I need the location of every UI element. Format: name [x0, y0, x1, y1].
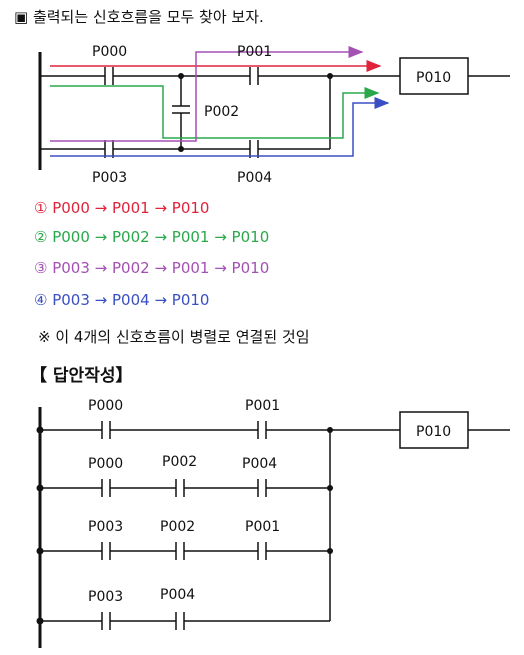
- label-p010: P010: [416, 70, 451, 86]
- path-1: ① P000 → P001 → P010: [34, 199, 210, 217]
- answer-r2-c2: P002: [162, 454, 197, 470]
- answer-r3-c3: P001: [245, 519, 280, 535]
- flow-green: [50, 85, 380, 139]
- title: ▣ 출력되는 신호흐름을 모두 찾아 보자.: [14, 8, 264, 26]
- answer-r3-c1: P003: [88, 519, 123, 535]
- answer-r4-c2: P004: [160, 587, 195, 603]
- path-4: ④ P003 → P004 → P010: [34, 291, 210, 309]
- answer-output-label: P010: [416, 424, 451, 440]
- answer-output-box: [399, 411, 469, 449]
- answer-r1-c1: P000: [88, 398, 123, 414]
- label-p002: P002: [204, 104, 239, 120]
- flow-blue: [50, 97, 390, 157]
- answer-r4-c1: P003: [88, 589, 123, 605]
- label-p004: P004: [237, 170, 272, 186]
- output-box-p010: [399, 57, 469, 95]
- answer-heading: 【 답안작성】: [30, 366, 133, 386]
- answer-r3-c2: P002: [160, 519, 195, 535]
- label-p001: P001: [237, 44, 272, 60]
- path-3: ③ P003 → P002 → P001 → P010: [34, 259, 270, 277]
- flow-purple: [50, 46, 364, 142]
- answer-ladder: [38, 407, 510, 648]
- answer-r2-c1: P000: [88, 456, 123, 472]
- label-p000: P000: [92, 44, 127, 60]
- answer-r1-c2: P001: [245, 398, 280, 414]
- note: ※ 이 4개의 신호흐름이 병렬로 연결된 것임: [38, 328, 310, 346]
- label-p003: P003: [92, 170, 127, 186]
- path-2: ② P000 → P002 → P001 → P010: [34, 228, 270, 246]
- answer-r2-c3: P004: [242, 456, 277, 472]
